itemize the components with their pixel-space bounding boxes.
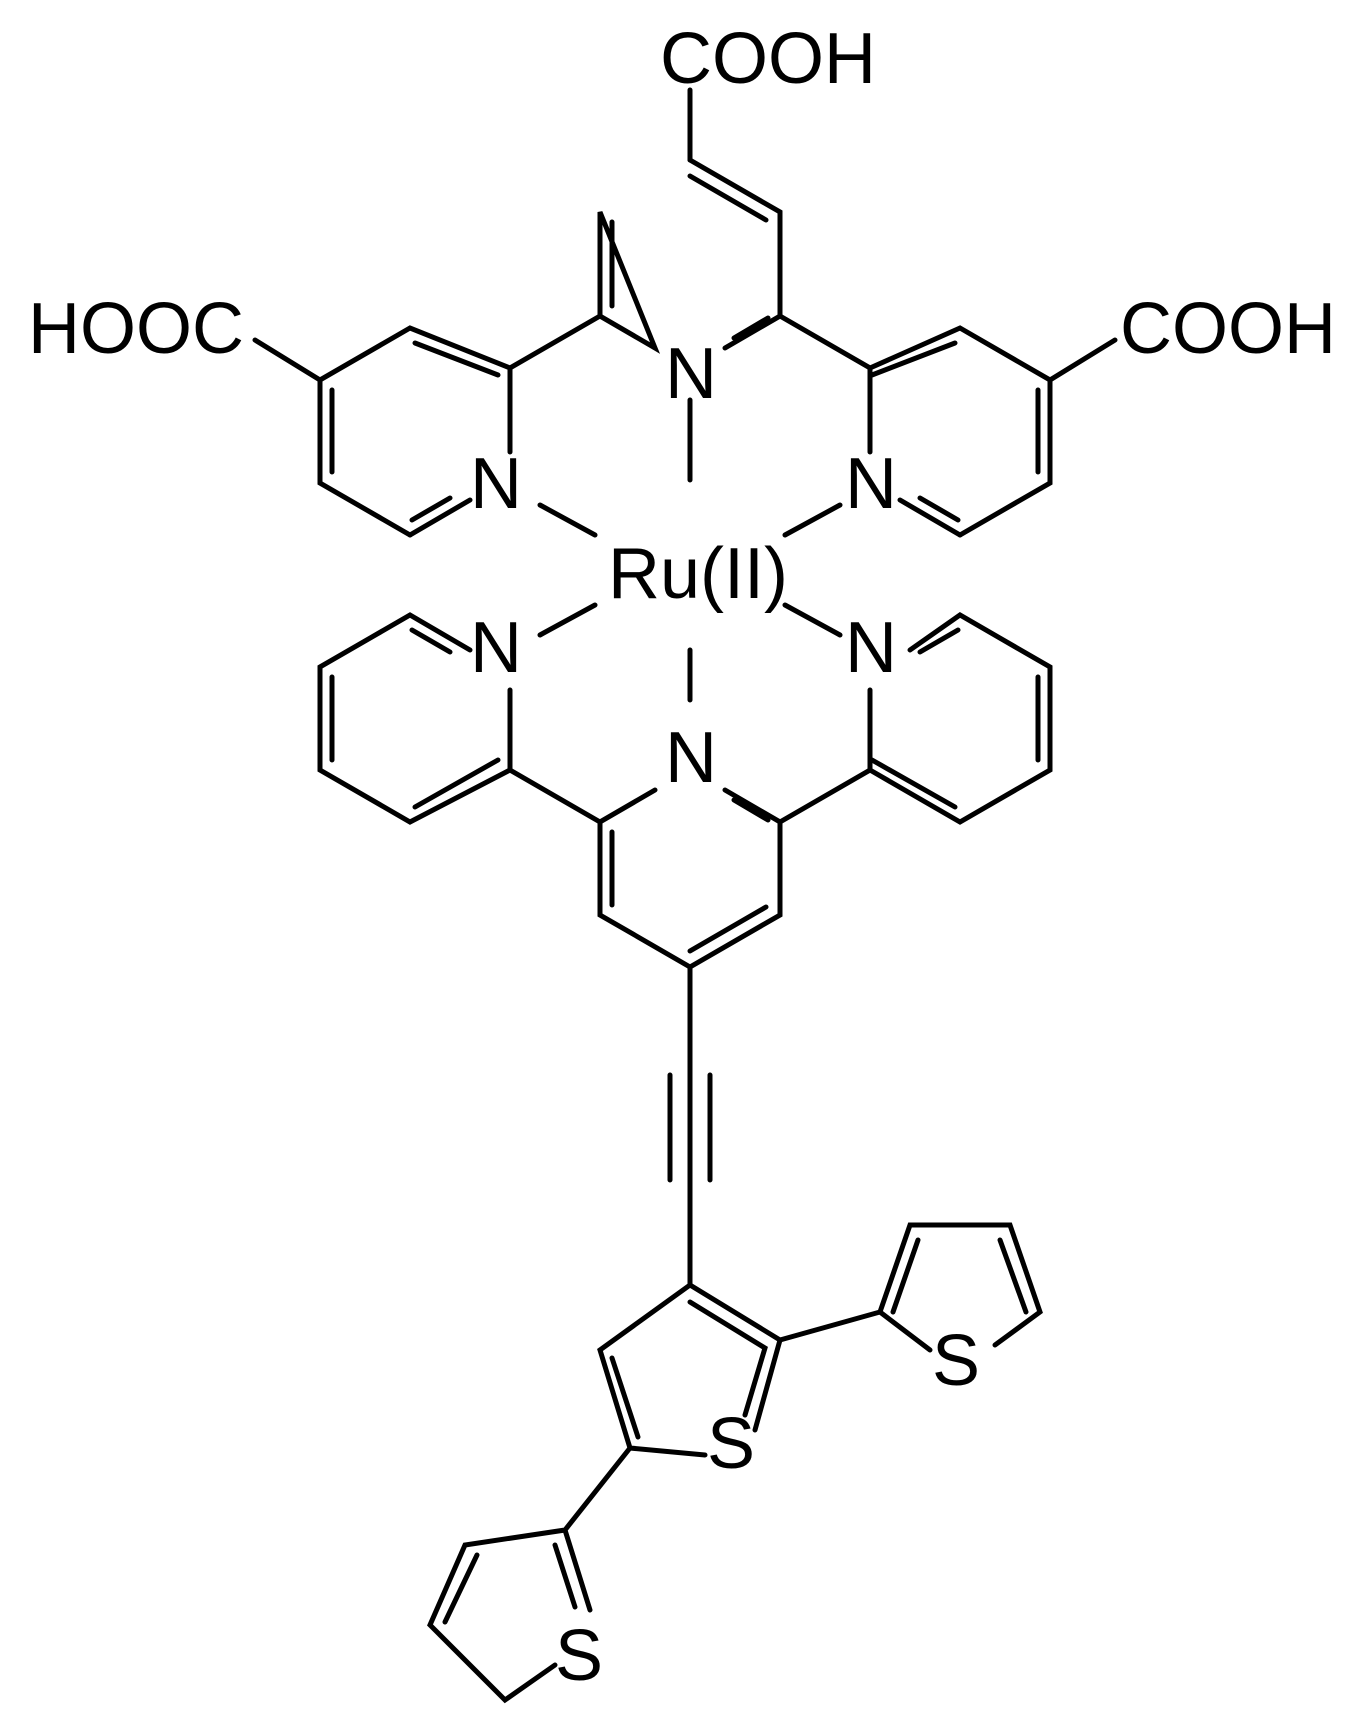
n-top-center-label: N <box>665 334 717 414</box>
bottom-right-pyridine-ring <box>777 612 1053 825</box>
ruthenium-metal-label: Ru(II) <box>608 534 788 614</box>
n-bottom-center-label: N <box>665 718 717 798</box>
central-thiophene-double-bonds <box>609 1299 768 1440</box>
bottom-left-ring-double-bonds <box>329 627 501 810</box>
bottom-left-pyridine-ring <box>317 612 603 825</box>
alkyne-linker <box>667 964 713 1288</box>
n-top-right-label: N <box>845 444 897 524</box>
n-bottom-left-label: N <box>470 608 522 688</box>
top-right-pyridine-ring <box>777 313 1053 538</box>
cooh-left-label: HOOC <box>28 289 244 369</box>
top-central-pyridine-ring <box>597 157 783 354</box>
right-thiophene-ring <box>777 1222 1043 1348</box>
top-left-ring-double-bonds <box>329 340 501 523</box>
left-thiophene-ring <box>427 1445 633 1704</box>
n-bottom-right-label: N <box>845 608 897 688</box>
s-center-label: S <box>707 1404 755 1484</box>
top-left-pyridine-ring <box>317 313 603 538</box>
cooh-left-bond <box>252 337 323 383</box>
bonds <box>252 87 1118 1704</box>
n-top-left-label: N <box>470 444 522 524</box>
bottom-right-ring-double-bonds <box>869 627 1041 810</box>
cooh-right-label: COOH <box>1120 289 1336 369</box>
bottom-central-ring-double-bonds <box>609 797 771 954</box>
cooh-top-label: COOH <box>660 19 876 99</box>
top-left-ring-n-bond <box>407 497 473 538</box>
bottom-central-pyridine-ring <box>597 787 783 970</box>
s-right-label: S <box>932 1321 980 1401</box>
right-thiophene-double-bonds <box>890 1237 1029 1315</box>
right-thiophene-s-bond <box>877 1309 933 1353</box>
atom-labels: COOH HOOC COOH N N N Ru(II) N N N S S S <box>28 19 1336 1696</box>
left-thiophene-double-bonds <box>442 1542 578 1625</box>
top-right-ring-double-bonds <box>869 340 1041 523</box>
coordination-bonds <box>537 397 843 703</box>
cooh-right-bond <box>1047 337 1118 383</box>
s-left-label: S <box>555 1616 603 1696</box>
top-central-ring-double-bonds <box>609 173 771 341</box>
top-right-ring-n-bond <box>897 497 963 538</box>
